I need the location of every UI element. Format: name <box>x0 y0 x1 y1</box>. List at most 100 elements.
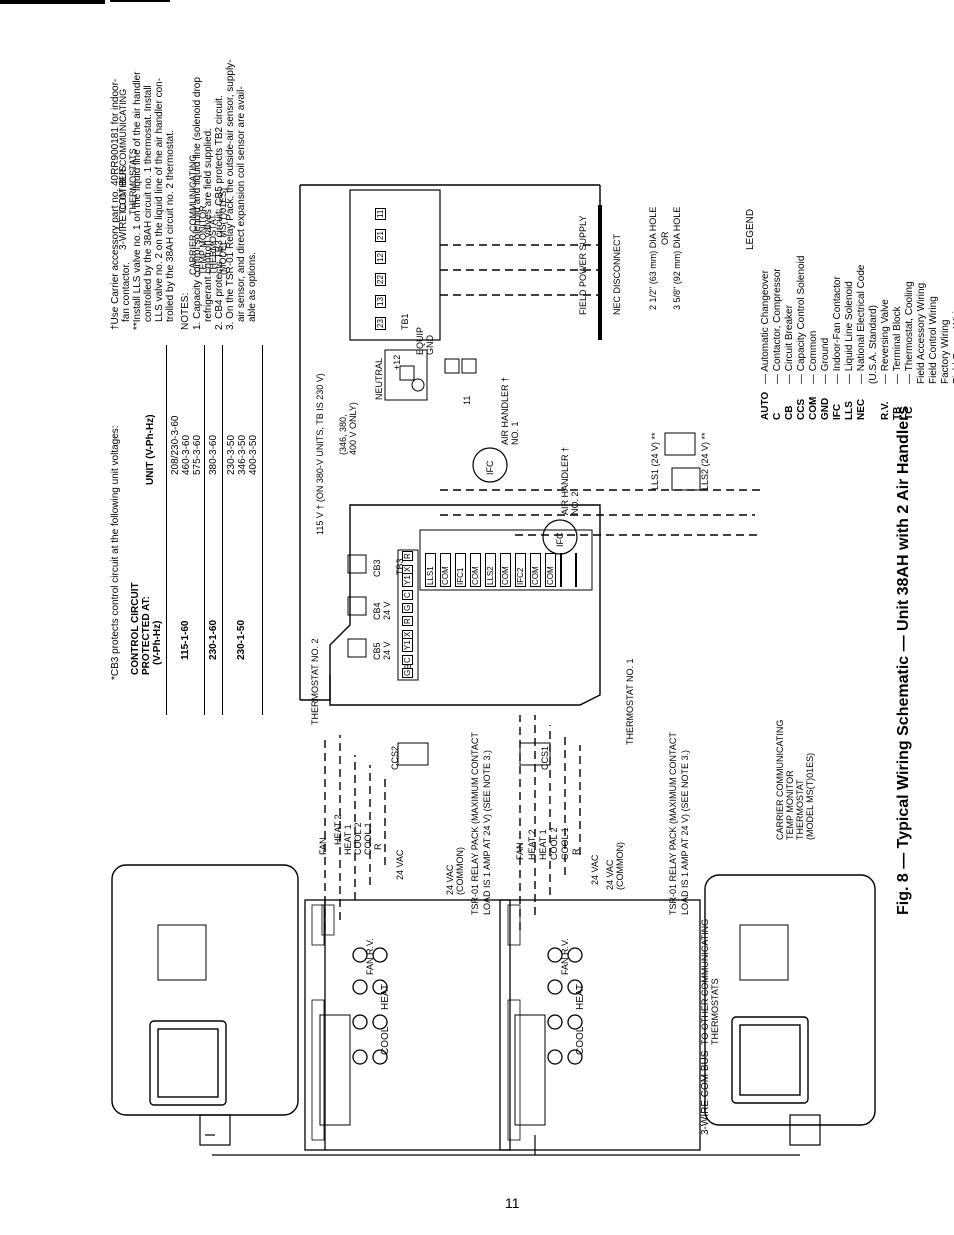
legend-desc: — Indoor-Fan Contactor <box>832 276 843 384</box>
legend-desc: — National Electrical Code <box>856 264 867 385</box>
legend-row: IFC — Indoor-Fan Contactor <box>832 276 843 420</box>
terminal-label: COM <box>530 553 541 587</box>
wire1-fan: FAN <box>318 837 328 855</box>
field-wiring <box>324 244 760 930</box>
relay-pack-1 <box>304 899 511 1151</box>
terminal-label: 22 <box>375 273 386 286</box>
v115-label: 115 V † (ON 380-V UNITS, TB IS 230 V) <box>315 373 325 535</box>
terminal-label: X <box>402 629 413 639</box>
carrier-label-1c: THERMOSTAT <box>208 214 218 275</box>
relay2-rv: R.V. <box>560 938 570 955</box>
legend-desc: Field Accessory Wiring <box>916 282 927 384</box>
plus12-label: +12 <box>392 354 402 370</box>
cc-header-2: PROTECTED AT: <box>141 596 152 675</box>
legend-desc: — Ground <box>820 337 831 384</box>
wire1-r: R <box>373 843 383 851</box>
relay-label-1b: LOAD IS 1 AMP AT 24 V) (SEE NOTE 3.) <box>482 749 492 915</box>
cc-row-3-unit-1: 230-3-50 <box>226 434 237 475</box>
terminal-label: COM <box>470 553 481 587</box>
carrier-label-2d: (MODEL MS(T)01ES) <box>805 752 815 840</box>
circuit-breakers <box>347 554 367 658</box>
ccs1-label: CCS1 <box>540 745 550 770</box>
wire1-heat1: HEAT 1 <box>343 824 353 855</box>
ccs-solenoids <box>397 432 701 766</box>
terminal-label: Y1 <box>402 573 413 587</box>
cc-row-3-unit-2: 346-3-50 <box>237 434 248 475</box>
legend-desc: Field Control Wiring <box>928 296 939 384</box>
notes-title: NOTES: <box>180 292 191 330</box>
legend-desc: — Common <box>808 330 819 384</box>
cb5-label: CB5 <box>372 642 382 660</box>
thermostat-1-body <box>111 864 299 1116</box>
cc-row-2-protected: 230-1-60 <box>208 619 219 660</box>
terminal-label: 12 <box>375 251 386 264</box>
thermostat-1-label: THERMOSTAT NO. 1 <box>625 658 635 745</box>
wire2-cool2: COOL 2 <box>549 827 559 860</box>
cb5-voltage: 24 V <box>382 641 392 660</box>
cb4-label: CB4 <box>372 602 382 620</box>
legend-desc: — Automatic Changeover <box>760 270 771 384</box>
terminal-label: COM <box>440 553 451 587</box>
legend-row: (U.S.A. Standard) <box>868 305 879 420</box>
carrier-label-2b: TEMP MONITOR <box>785 770 795 840</box>
carrier-label-2a: CARRIER COMMUNICATING <box>775 719 785 840</box>
legend-abbr: IFC <box>832 403 843 420</box>
tb1-label: TB1 <box>400 313 410 330</box>
legend-row: Field Control Wiring <box>928 296 939 420</box>
com-bus-label-2: 3-WIRE COM BUS <box>700 1050 711 1135</box>
relay1-fan: FAN <box>365 957 375 975</box>
cc-row-rule-2 <box>222 345 223 715</box>
neutral-box <box>384 349 477 401</box>
footnote-line-2: fan contactor. <box>121 261 132 322</box>
air-handler-1: AIR HANDLER † <box>500 376 510 445</box>
wire2-24vac-common-1: 24 VAC <box>605 859 615 890</box>
lls2-label: LLS2 (24 V) ** <box>700 432 710 490</box>
legend-abbr: COM <box>808 396 819 420</box>
legend-row: Factory Wiring <box>940 320 951 420</box>
cc-row-1-unit-3: 575-3-60 <box>192 434 203 475</box>
cc-row-1-unit-1: 208/230-3-60 <box>170 415 181 476</box>
cc-row-rule-1 <box>204 345 205 715</box>
legend-row: R.V.— Reversing Valve <box>880 299 891 420</box>
cc-row-1-unit-2: 460-3-60 <box>181 434 192 475</box>
cb4-voltage: 24 V <box>382 601 392 620</box>
terminal-label: G <box>402 602 413 613</box>
legend-abbr: GND <box>820 397 831 420</box>
eleven-label: 11 <box>462 395 472 405</box>
thermostat-2-body <box>704 874 876 1126</box>
legend-abbr: LLS <box>844 401 855 420</box>
legend-desc: (U.S.A. Standard) <box>868 305 879 384</box>
air-handler-1b: NO. 1 <box>510 421 520 445</box>
terminal-label: COM <box>500 553 511 587</box>
wire2-heat1: HEAT 1 <box>538 829 548 860</box>
relay2-cool: COOL <box>575 1026 586 1055</box>
tb1-box <box>349 189 441 341</box>
cc-header-unit: UNIT (V-Ph-Hz) <box>145 414 156 485</box>
relay1-cool: COOL <box>380 1026 391 1055</box>
control-circuit-intro: *CB3 protects control circuit at the fol… <box>110 425 121 680</box>
relay-label-1a: TSR-01 RELAY PACK (MAXIMUM CONTACT <box>470 732 480 915</box>
wire2-24vac: 24 VAC <box>590 854 600 885</box>
legend-desc: — Contactor, Compressor <box>772 268 783 384</box>
footnote-line-6: trolled by the 38AH circuit no. 2 thermo… <box>165 130 176 322</box>
legend-desc: Factory Wiring <box>940 319 951 384</box>
thermostats-label-2: THERMOSTATS <box>710 978 720 1045</box>
terminal-label: 13 <box>375 295 386 308</box>
terminal-label: LLS1 <box>425 553 436 587</box>
relay2-fan: FAN <box>560 957 570 975</box>
air-handler-2b: NO. 2 <box>570 491 580 515</box>
legend-desc: — Thermostat, Cooling <box>904 281 915 384</box>
ifc-1-label: IFC <box>485 460 495 476</box>
thermostats-label-1: THERMOSTATS <box>128 148 138 215</box>
ccs2-label: CCS2 <box>390 745 400 770</box>
terminal-label: IFC1 <box>455 553 466 587</box>
terminal-label: 21 <box>375 229 386 242</box>
footnote-line-5: LLS valve no. 2 on the liquid line of th… <box>154 77 165 322</box>
legend-abbr: C <box>772 412 783 420</box>
relay-pack-2 <box>499 899 701 1151</box>
wire1-cool2: COOL 2 <box>353 822 363 855</box>
nec-disconnect-label: NEC DISCONNECT <box>612 233 622 315</box>
legend-row: CCS— Capacity Control Solenoid <box>796 256 807 420</box>
page-top-rule <box>0 0 105 4</box>
cc-row-3-protected: 230-1-50 <box>236 619 247 660</box>
